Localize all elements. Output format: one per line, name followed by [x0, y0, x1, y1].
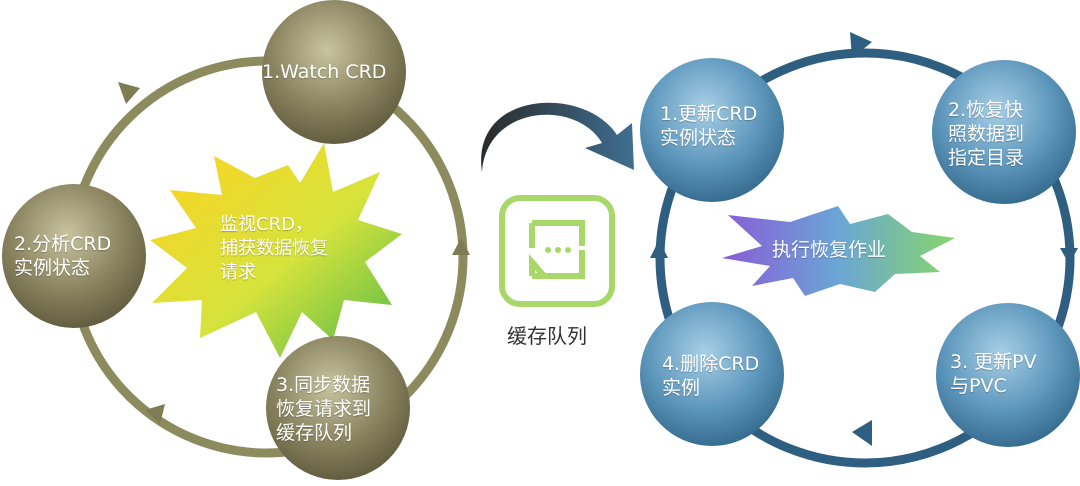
right-center-text: 执行恢复作业 — [772, 239, 887, 261]
queue-label: 缓存队列 — [507, 324, 587, 348]
right-node-update-crd-label: 1.更新CRD 实例状态 — [660, 103, 758, 149]
message-queue-icon — [499, 195, 615, 307]
right-ring-arrow-left — [650, 240, 668, 258]
left-ring-arrow-right — [452, 238, 470, 255]
right-node-update-pv — [936, 303, 1080, 447]
left-node-watch — [262, 0, 406, 144]
right-ring-arrow-right — [1060, 248, 1078, 264]
left-node-analyze-label: 2.分析CRD 实例状态 — [14, 233, 112, 279]
right-node-update-crd — [640, 58, 784, 202]
right-node-update-pv-label: 3. 更新PV 与PVC — [950, 351, 1037, 397]
transition-arrow — [481, 102, 634, 172]
left-node-watch-label: 1.Watch CRD — [262, 61, 387, 83]
right-ring-arrow-top — [850, 32, 872, 58]
right-node-delete-crd-label: 4.删除CRD 实例 — [662, 353, 760, 399]
left-ring-arrow-bottom — [145, 404, 165, 424]
right-node-restore-snapshot — [932, 60, 1076, 204]
right-node-delete-crd — [640, 302, 784, 446]
right-node-restore-snapshot-label: 2.恢复快 照数据到 指定目录 — [948, 99, 1025, 169]
left-node-analyze — [2, 184, 146, 328]
left-ring-arrow-top — [118, 82, 140, 104]
right-ring-arrow-bottom — [852, 420, 872, 446]
left-center-burst — [150, 143, 402, 358]
left-node-sync-label: 3.同步数据 恢复请求到 缓存队列 — [276, 374, 372, 444]
left-node-sync — [266, 336, 410, 480]
right-center-burst — [722, 206, 955, 296]
left-center-text: 监视CRD， 捕获数据恢复 请求 — [220, 214, 328, 283]
